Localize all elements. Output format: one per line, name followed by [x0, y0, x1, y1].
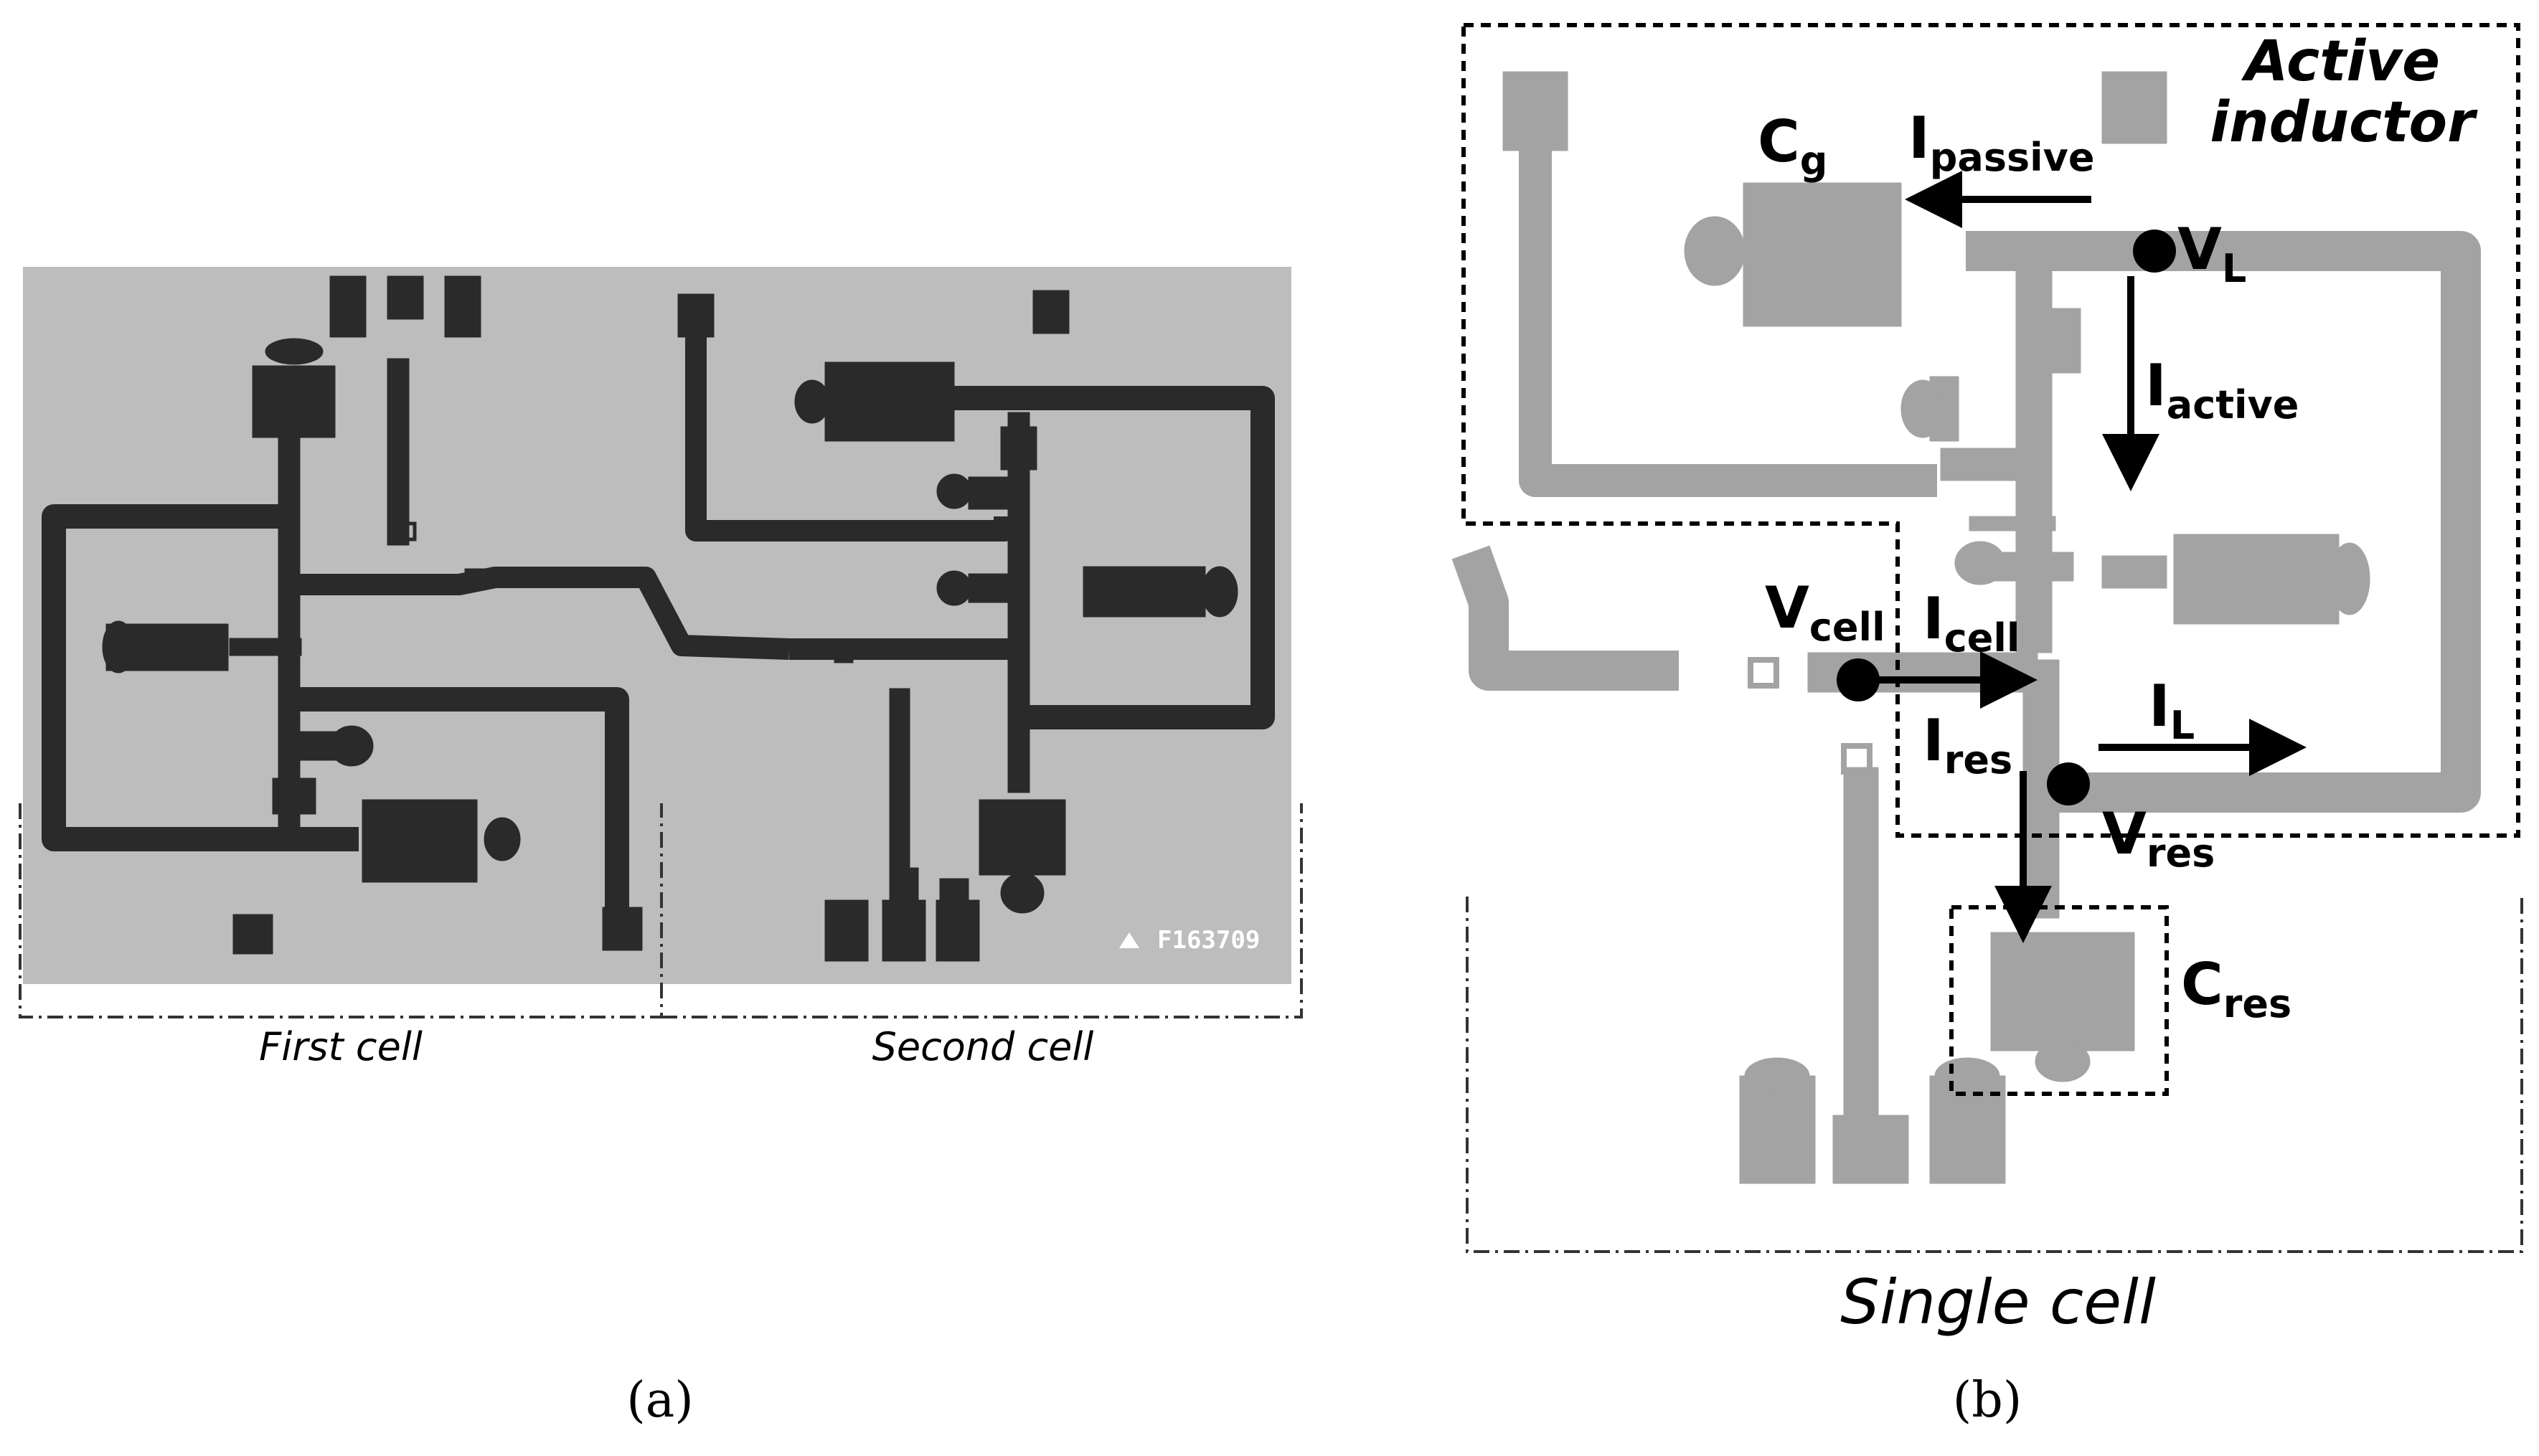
- icell-label: Icell: [1923, 585, 2020, 661]
- second-cell-label: Second cell: [872, 1024, 1094, 1069]
- spiral-inductors: [397, 521, 910, 721]
- cg-label: Cg: [1758, 108, 1827, 184]
- vcell-node: [1837, 658, 1880, 701]
- vres-node: [2047, 762, 2090, 805]
- single-cell-bracket: [1466, 897, 2523, 1253]
- vl-label: VL: [2177, 216, 2246, 291]
- circuit-nodes: [1837, 230, 2176, 805]
- panel-b-caption: (b): [1953, 1372, 2022, 1429]
- active-inductor-label-line1: Active: [2241, 29, 2440, 94]
- panel-a-caption: (a): [626, 1372, 694, 1429]
- chip-circuit: [42, 275, 1275, 962]
- single-cell-label: Single cell: [1840, 1267, 2156, 1338]
- current-arrows: [1865, 171, 2307, 943]
- layout-spirals: [1748, 657, 1873, 775]
- chip-marking: F163709: [1157, 926, 1260, 955]
- ipassive-label: Ipassive: [1908, 105, 2094, 180]
- iactive-label: Iactive: [2145, 352, 2299, 427]
- panel-b: Cg Ipassive VL Iactive Vcell Icell IL Ir…: [1451, 23, 2523, 1429]
- active-inductor-region: [1461, 23, 2520, 838]
- cres-label: Cres: [2181, 951, 2291, 1026]
- vcell-label: Vcell: [1765, 575, 1885, 650]
- cell-brackets: [19, 803, 1303, 1018]
- cres-region: [1949, 905, 2169, 1096]
- chip-logo-icon: [1119, 932, 1139, 948]
- layout-metal: [1451, 71, 2481, 1184]
- vres-label: Vres: [2102, 800, 2215, 876]
- panel-a: F163709 First cell Second cell (a): [19, 267, 1303, 1429]
- vl-node: [2133, 230, 2176, 273]
- active-inductor-label-line2: inductor: [2210, 90, 2478, 155]
- il-label: IL: [2149, 673, 2195, 748]
- first-cell-label: First cell: [259, 1024, 423, 1069]
- ires-label: Ires: [1923, 707, 2012, 783]
